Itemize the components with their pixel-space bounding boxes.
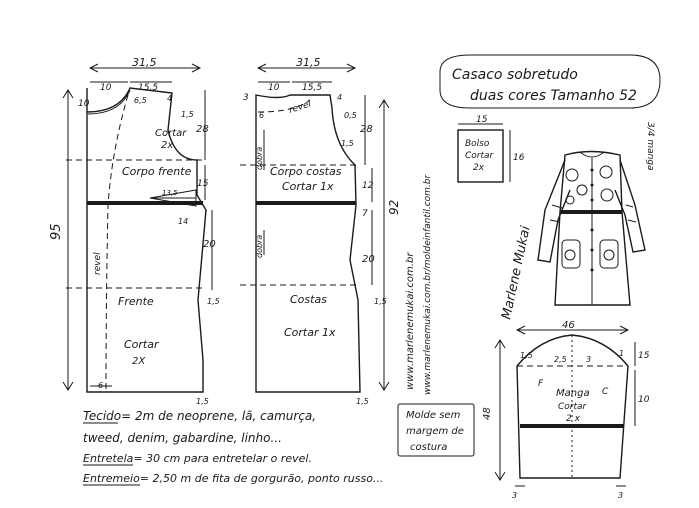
note-fabric-line1: Tecido= 2m de neoprene, lã, camurça, bbox=[83, 409, 316, 423]
note-fabric-line2: tweed, denim, gabardine, linho... bbox=[83, 431, 282, 445]
back-arm-mark: 1,5 bbox=[341, 139, 354, 148]
coat-illustration bbox=[537, 150, 646, 306]
front-side-15: 15 bbox=[197, 179, 209, 189]
sleeve-width: 46 bbox=[562, 320, 575, 331]
back-hip-mark: 1,5 bbox=[374, 297, 387, 306]
back-armhole-depth: 28 bbox=[360, 124, 373, 135]
front-hip-mark: 1,5 bbox=[207, 297, 220, 306]
front-dart-length: 13,5 bbox=[162, 189, 178, 197]
note-interfacing: Entretela= 30 cm para entretelar o revel… bbox=[83, 452, 312, 465]
sleeve-cap-right: 1 bbox=[619, 349, 624, 358]
front-total-height: 95 bbox=[49, 223, 64, 240]
sleeve-arm-10: 10 bbox=[638, 395, 650, 405]
sleeve-cap-height: 15 bbox=[638, 351, 650, 361]
sleeve-cap-left: 1,5 bbox=[520, 351, 533, 360]
back-width-top: 31,5 bbox=[296, 56, 321, 69]
front-side-14: 14 bbox=[178, 217, 188, 226]
pocket-pattern-piece bbox=[457, 123, 511, 183]
back-side-12: 12 bbox=[362, 181, 374, 191]
front-shoulder-width: 15,5 bbox=[138, 83, 158, 93]
title-line2: duas cores Tamanho 52 bbox=[470, 88, 637, 104]
back-side-20: 20 bbox=[362, 254, 375, 265]
back-shoulder-mark: 0,5 bbox=[344, 111, 357, 120]
back-yoke-cut: Cortar 1x bbox=[282, 180, 334, 193]
mold-note-line1: Molde sem bbox=[406, 410, 461, 421]
front-armhole-depth: 28 bbox=[196, 124, 209, 135]
back-body-cut: Cortar 1x bbox=[284, 326, 336, 339]
sleeve-cuff-right: 3 bbox=[618, 491, 623, 500]
sleeve-label: Manga bbox=[556, 388, 590, 399]
front-arm-mark: 1,5 bbox=[181, 110, 194, 119]
sleeve-length: 48 bbox=[482, 407, 493, 420]
title-line1: Casaco sobretudo bbox=[452, 67, 578, 83]
back-revel-label: revel bbox=[288, 99, 313, 116]
front-yoke-label: Corpo frente bbox=[122, 165, 192, 178]
front-yoke-cut: Cortar bbox=[155, 128, 187, 139]
sleeve-cap-mark: 2,5 bbox=[554, 355, 567, 364]
pocket-cut: Cortar bbox=[465, 151, 495, 161]
sleeve-length-note: 3/4 manga bbox=[645, 122, 655, 171]
back-fold-mark-bottom: dobra bbox=[255, 235, 264, 258]
back-side-7: 7 bbox=[362, 209, 368, 219]
back-body-label: Costas bbox=[290, 293, 327, 306]
front-shoulder-drop: 4 bbox=[167, 94, 172, 103]
mold-note-line2: margem de bbox=[406, 426, 464, 437]
designer-signature: Marlene Mukai bbox=[499, 224, 534, 320]
pocket-width: 15 bbox=[476, 115, 488, 125]
back-neck-width: 10 bbox=[268, 83, 280, 93]
sleeve-cap-3: 3 bbox=[586, 355, 591, 364]
back-neck-drop: 3 bbox=[243, 93, 249, 103]
front-pattern-piece bbox=[62, 63, 213, 393]
sleeve-qty: 2 x bbox=[566, 414, 581, 424]
pocket-label: Bolso bbox=[465, 139, 490, 149]
back-pattern-piece bbox=[240, 63, 390, 393]
front-neck-width: 10 bbox=[100, 83, 112, 93]
front-side-20: 20 bbox=[203, 239, 216, 250]
front-yoke-cut-qty: 2x bbox=[161, 140, 173, 151]
mold-note-box bbox=[397, 403, 475, 457]
pocket-height: 16 bbox=[513, 153, 525, 163]
website-main: www.marlenemukai.com.br bbox=[405, 252, 416, 390]
website-secondary: www.marlenemukai.com.br/moldeinfantil.co… bbox=[423, 173, 433, 395]
front-revel-label: revel bbox=[93, 252, 103, 275]
front-hem-mark: 1,5 bbox=[196, 397, 209, 406]
sleeve-pattern-piece bbox=[494, 325, 636, 487]
front-shoulder-mark: 6,5 bbox=[134, 96, 147, 105]
title-bubble bbox=[439, 54, 661, 109]
back-fold-mark-top: dobra bbox=[255, 147, 264, 170]
sleeve-back-mark: C bbox=[602, 387, 609, 397]
back-yoke-label: Corpo costas bbox=[270, 165, 342, 178]
back-shoulder-drop: 4 bbox=[337, 93, 342, 102]
note-trim: Entremeio= 2,50 m de fita de gorgurão, p… bbox=[83, 472, 383, 485]
sleeve-front-mark: F bbox=[538, 379, 544, 389]
front-width-top: 31,5 bbox=[132, 56, 157, 69]
back-hem-mark: 1,5 bbox=[356, 397, 369, 406]
back-neck-mark: 6 bbox=[259, 111, 264, 120]
front-hem-width: 6 bbox=[98, 381, 103, 390]
mold-note-line3: costura bbox=[410, 442, 447, 453]
front-body-label: Frente bbox=[118, 295, 154, 308]
front-body-cut-qty: 2X bbox=[132, 356, 146, 367]
pocket-qty: 2x bbox=[473, 163, 485, 173]
sleeve-cuff-left: 3 bbox=[512, 491, 517, 500]
back-total-height: 92 bbox=[387, 200, 401, 215]
front-body-cut: Cortar bbox=[124, 338, 160, 351]
back-shoulder-width: 15,5 bbox=[302, 83, 322, 93]
sleeve-cut: Cortar bbox=[558, 402, 588, 412]
front-neck-drop: 10 bbox=[78, 99, 90, 109]
